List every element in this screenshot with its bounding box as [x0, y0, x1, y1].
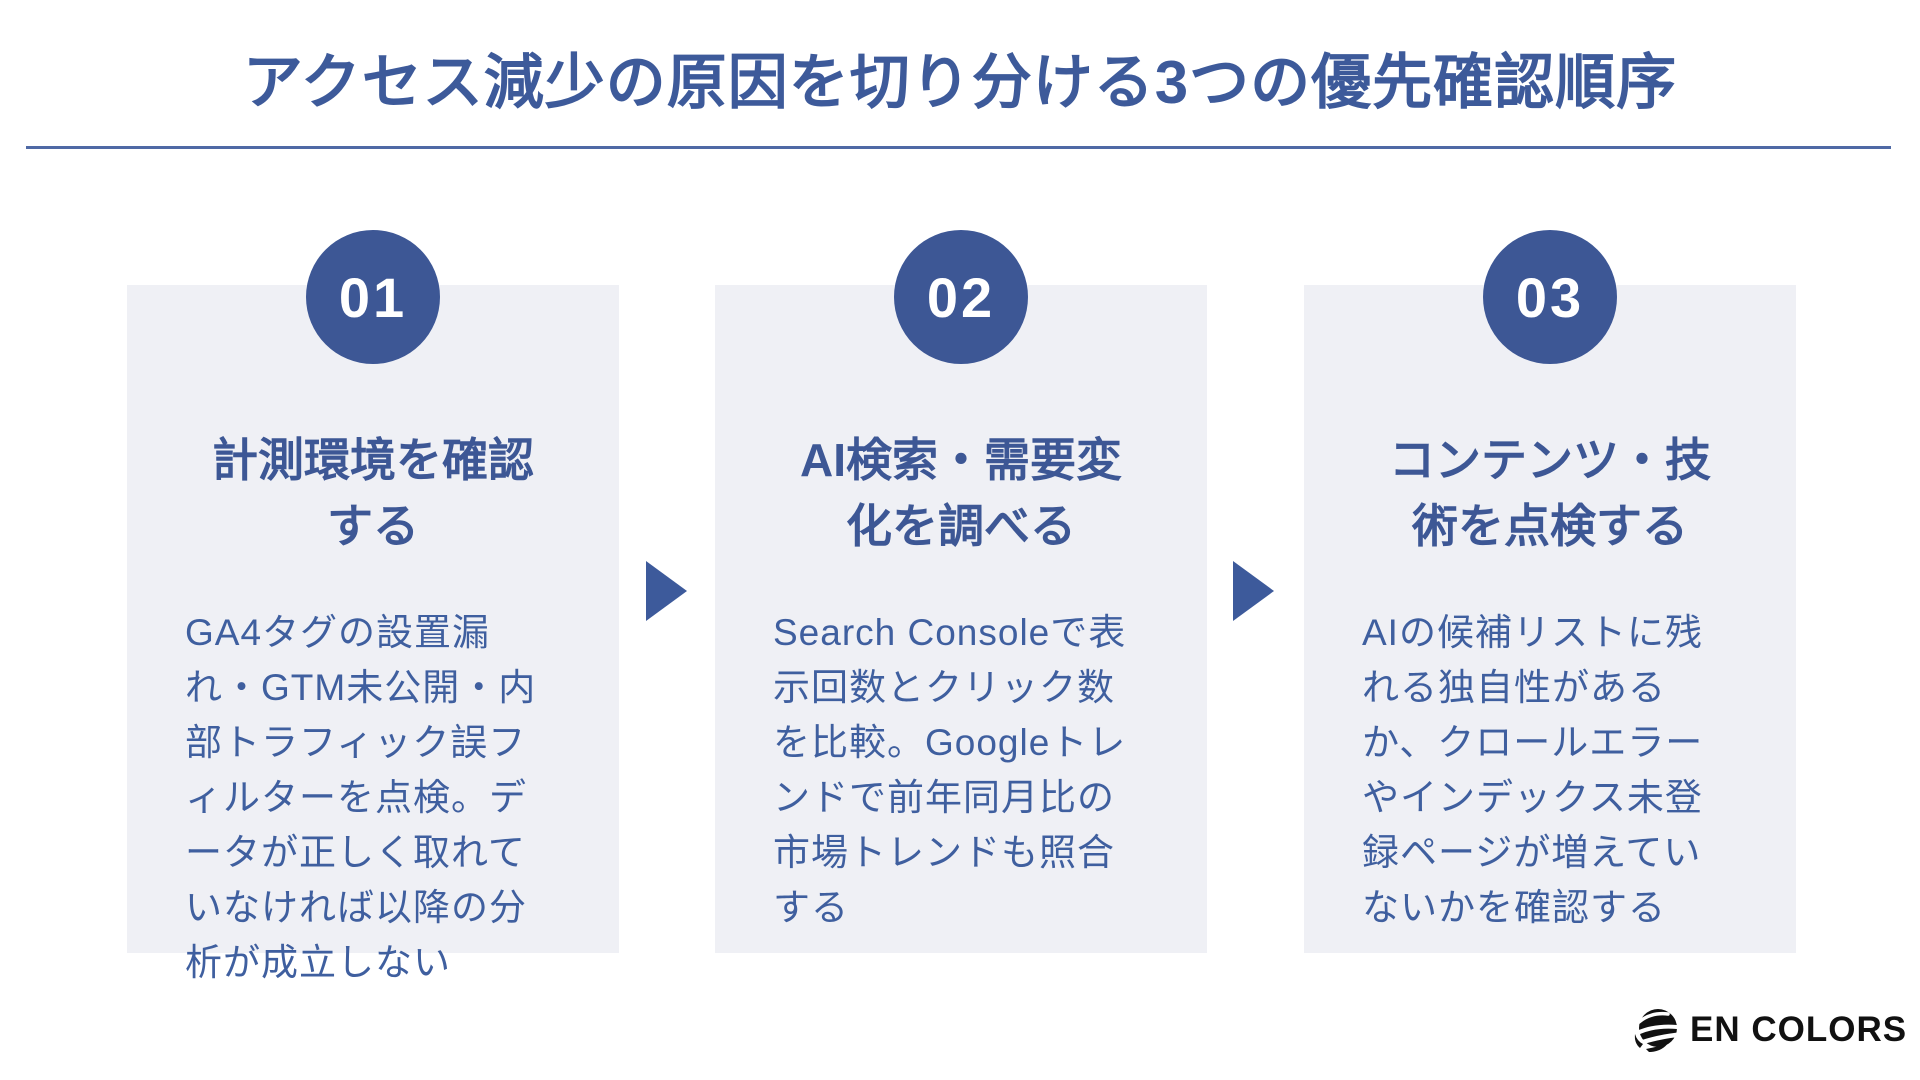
step-number-badge: 01 — [306, 230, 440, 364]
step-description: GA4タグの設置漏れ・GTM未公開・内部トラフィック誤フィルターを点検。データが… — [185, 612, 537, 983]
globe-swirl-icon — [1634, 1009, 1679, 1052]
brand-name: EN COLORS — [1690, 1010, 1908, 1049]
step-title-line: 術を点検する — [1412, 500, 1688, 552]
step-number: 03 — [1515, 265, 1585, 329]
step-card-2: 02 AI検索・需要変化を調べる Search Consoleで表示回数とクリッ… — [715, 230, 1207, 953]
step-title-line: 計測環境を確認 — [212, 434, 534, 486]
step-number-badge: 02 — [894, 230, 1028, 364]
step-title-line: AI検索・需要変 — [800, 434, 1122, 486]
step-title: コンテンツ・技術を点検する — [1304, 427, 1796, 559]
step-description: AIの候補リストに残れる独自性があるか、クロールエラーやインデックス未登録ページ… — [1362, 612, 1704, 928]
arrow-right-icon — [646, 561, 687, 621]
step-card-3: 03 コンテンツ・技術を点検する AIの候補リストに残れる独自性があるか、クロー… — [1304, 230, 1796, 953]
step-number: 02 — [926, 265, 996, 329]
step-number-badge: 03 — [1483, 230, 1617, 364]
page-title: アクセス減少の原因を切り分ける3つの優先確認順序 — [242, 49, 1678, 116]
brand-logo: EN COLORS — [1634, 1004, 1907, 1056]
step-title-line: する — [327, 500, 419, 552]
step-title: 計測環境を確認する — [127, 427, 619, 559]
step-title-line: コンテンツ・技 — [1389, 434, 1711, 486]
title-divider — [26, 146, 1891, 149]
step-title-line: 化を調べる — [846, 500, 1076, 552]
step-number: 01 — [338, 265, 408, 329]
arrow-right-icon — [1233, 561, 1274, 621]
step-card-1: 01 計測環境を確認する GA4タグの設置漏れ・GTM未公開・内部トラフィック誤… — [127, 230, 619, 983]
step-title: AI検索・需要変化を調べる — [715, 427, 1207, 559]
step-description: Search Consoleで表示回数とクリック数を比較。Googleトレンドで… — [773, 612, 1127, 928]
